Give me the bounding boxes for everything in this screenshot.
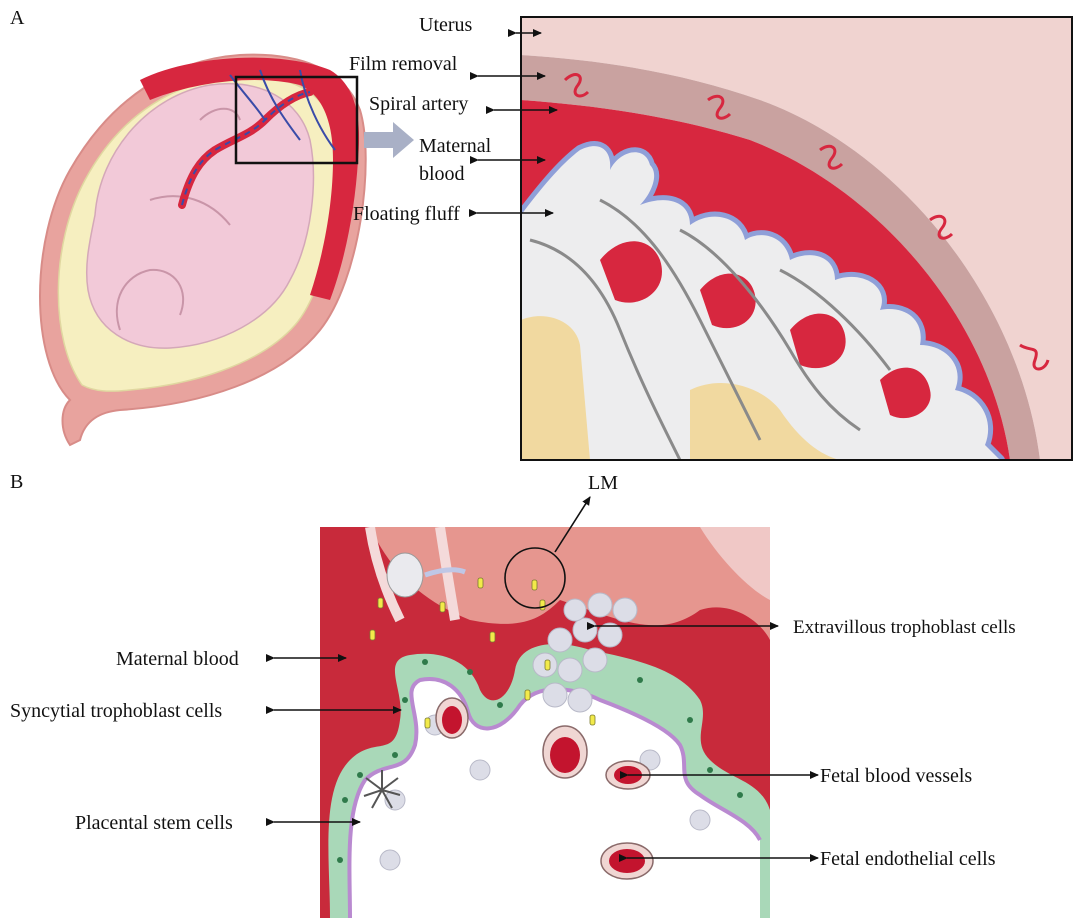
label-lm: LM [588, 472, 618, 494]
label-syncytial: Syncytial trophoblast cells [10, 700, 222, 722]
label-spiral-artery: Spiral artery [369, 93, 468, 115]
uterus-overview-drawing [40, 55, 366, 445]
panel-a-label: A [10, 7, 25, 29]
label-maternal-line2: blood [419, 163, 465, 185]
label-uterus: Uterus [419, 14, 473, 36]
label-maternal-blood: Maternal blood [116, 648, 239, 670]
label-maternal-line1: Maternal [419, 135, 492, 157]
panel-b-label: B [10, 471, 23, 493]
zoom-arrow-icon [364, 122, 414, 158]
label-endothelial: Fetal endothelial cells [820, 848, 996, 870]
label-fetal-vessels: Fetal blood vessels [820, 765, 972, 787]
label-extravillous: Extravillous trophoblast cells [793, 617, 1016, 638]
label-floating-fluff: Floating fluff [353, 203, 460, 225]
villus-section-drawing [320, 527, 770, 918]
zoomed-placenta-section [521, 17, 1072, 460]
label-film-removal: Film removal [349, 53, 458, 75]
label-stem-cells: Placental stem cells [75, 812, 233, 834]
